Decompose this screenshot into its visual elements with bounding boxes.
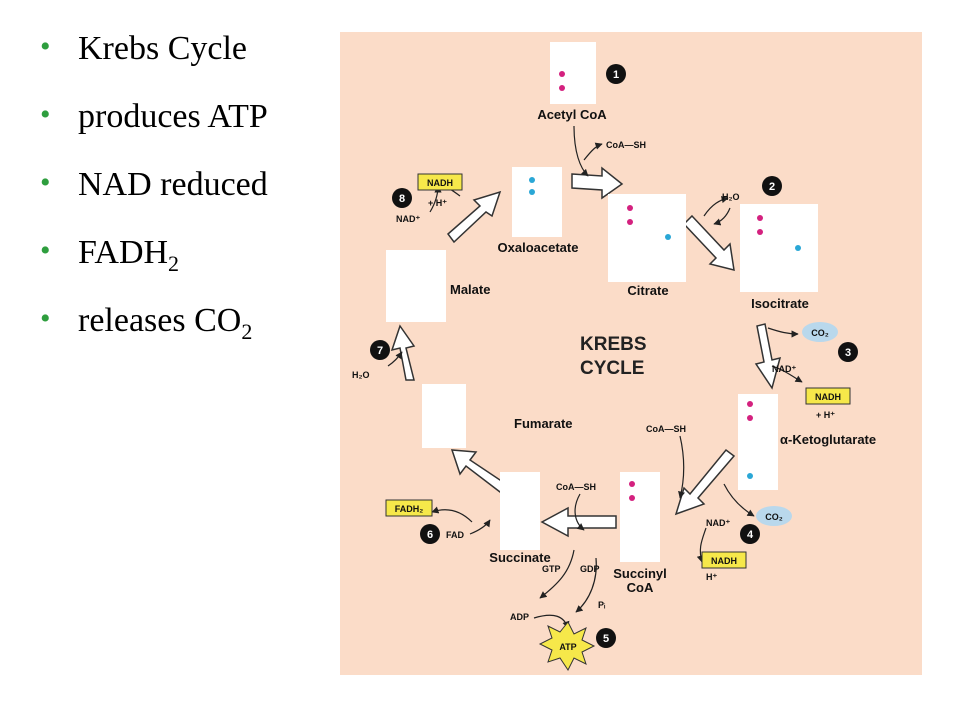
step-7-marker: 7 [370, 340, 390, 360]
h-plus-step3: + H⁺ [816, 410, 835, 420]
succinyl-coa-label-line1: Succinyl [613, 566, 666, 581]
svg-text:8: 8 [399, 193, 405, 205]
gdp-label: GDP [580, 564, 600, 574]
svg-text:3: 3 [845, 347, 851, 359]
nad-plus-step4: NAD⁺ [706, 518, 730, 528]
side-arrows [387, 125, 803, 629]
carbon-markers [529, 71, 801, 501]
fumarate-structure [422, 384, 466, 448]
fad-label: FAD [446, 530, 465, 540]
coa-sh-step1: CoA—SH [606, 140, 646, 150]
isocitrate-label: Isocitrate [751, 296, 809, 311]
coa-sh-step4: CoA—SH [646, 424, 686, 434]
succinyl-coa-label-line2: CoA [627, 580, 654, 595]
step-8-marker: 8 [392, 188, 412, 208]
bullet-dot: • [40, 234, 51, 267]
bullet-krebs-cycle: • Krebs Cycle [40, 30, 248, 67]
adp-label: ADP [510, 612, 529, 622]
cycle-arrow-oxaloacetate-to-citrate [571, 166, 624, 200]
svg-text:7: 7 [377, 345, 383, 357]
oxaloacetate-label: Oxaloacetate [498, 240, 579, 255]
cycle-arrow-malate-to-oxaloacetate [446, 190, 502, 244]
step-5-marker: 5 [596, 628, 616, 648]
ketoglutarate-structure [738, 394, 778, 490]
center-title-line2: CYCLE [580, 358, 644, 379]
svg-text:NADH: NADH [815, 392, 841, 402]
step-2-marker: 2 [762, 176, 782, 196]
step-markers: 1 2 3 4 5 6 7 8 [370, 64, 858, 648]
pi-label: Pᵢ [598, 600, 606, 610]
bullet-produces-atp: • produces ATP [40, 98, 268, 135]
succinate-label: Succinate [489, 550, 550, 565]
cycle-arrow-citrate-to-isocitrate [682, 214, 735, 272]
isocitrate-structure [740, 204, 818, 292]
nad-plus-step8: NAD⁺ [396, 214, 420, 224]
svg-text:2: 2 [769, 181, 775, 193]
co2-bubble-step3: CO₂ [802, 322, 838, 342]
svg-text:4: 4 [747, 529, 754, 541]
oxaloacetate-structure [512, 167, 562, 237]
co2-bubble-step4: CO₂ [756, 506, 792, 526]
svg-text:1: 1 [613, 69, 619, 81]
h-plus-step8: + H⁺ [428, 198, 447, 208]
cycle-arrow-succinate-to-fumarate [450, 449, 508, 494]
bullet-releases-co2: • releases CO2 [40, 302, 253, 344]
svg-text:CO₂: CO₂ [765, 512, 783, 522]
citrate-structure [608, 194, 686, 282]
bullet-fadh2: • FADH2 [40, 234, 180, 276]
cycle-arrow-isocitrate-to-ketoglutarate [754, 323, 782, 390]
svg-text:NADH: NADH [427, 178, 453, 188]
h2o-step7: H₂O [352, 370, 370, 380]
step-6-marker: 6 [420, 524, 440, 544]
cycle-arrows [390, 166, 782, 538]
coa-sh-step5: CoA—SH [556, 482, 596, 492]
bullet-dot: • [40, 302, 51, 335]
citrate-label: Citrate [627, 283, 668, 298]
cycle-arrow-succinyl-to-succinate [540, 506, 617, 538]
svg-text:5: 5 [603, 633, 609, 645]
molecule-structures [386, 42, 818, 562]
nadh-box-step4: NADH [701, 551, 747, 569]
fumarate-label: Fumarate [514, 416, 573, 431]
nadh-box-step3: NADH [805, 387, 851, 405]
nad-plus-step3: NAD⁺ [772, 364, 796, 374]
acetyl-coa-label: Acetyl CoA [537, 107, 607, 122]
succinate-structure [500, 472, 540, 550]
krebs-cycle-svg: Acetyl CoA Oxaloacetate Citrate Isocitra… [352, 42, 876, 671]
cycle-arrow-ketoglutarate-to-succinyl [674, 448, 736, 516]
step-1-marker: 1 [606, 64, 626, 84]
malate-label: Malate [450, 282, 490, 297]
center-title-line1: KREBS [580, 334, 647, 355]
cycle-arrow-fumarate-to-malate [390, 324, 416, 381]
svg-text:FADH₂: FADH₂ [395, 504, 424, 514]
bullet-nad-reduced: • NAD reduced [40, 166, 268, 203]
acetyl-coa-structure [550, 42, 596, 104]
krebs-cycle-diagram: Acetyl CoA Oxaloacetate Citrate Isocitra… [340, 32, 922, 675]
svg-text:ATP: ATP [559, 642, 576, 652]
malate-structure [386, 250, 446, 322]
svg-text:CO₂: CO₂ [811, 328, 829, 338]
svg-text:NADH: NADH [711, 556, 737, 566]
bullet-dot: • [40, 166, 51, 199]
succinyl-coa-structure [620, 472, 660, 562]
step-4-marker: 4 [740, 524, 760, 544]
atp-burst: ATP [538, 621, 596, 671]
nadh-box-step8: NADH [417, 173, 463, 191]
bullet-dot: • [40, 98, 51, 131]
ketoglutarate-label: α-Ketoglutarate [780, 432, 876, 447]
h2o-step2: H₂O [722, 192, 740, 202]
bullet-dot: • [40, 30, 51, 63]
step-3-marker: 3 [838, 342, 858, 362]
h-plus-step4: H⁺ [706, 572, 717, 582]
svg-text:6: 6 [427, 529, 433, 541]
fadh2-box: FADH₂ [385, 499, 433, 517]
gtp-label: GTP [542, 564, 561, 574]
